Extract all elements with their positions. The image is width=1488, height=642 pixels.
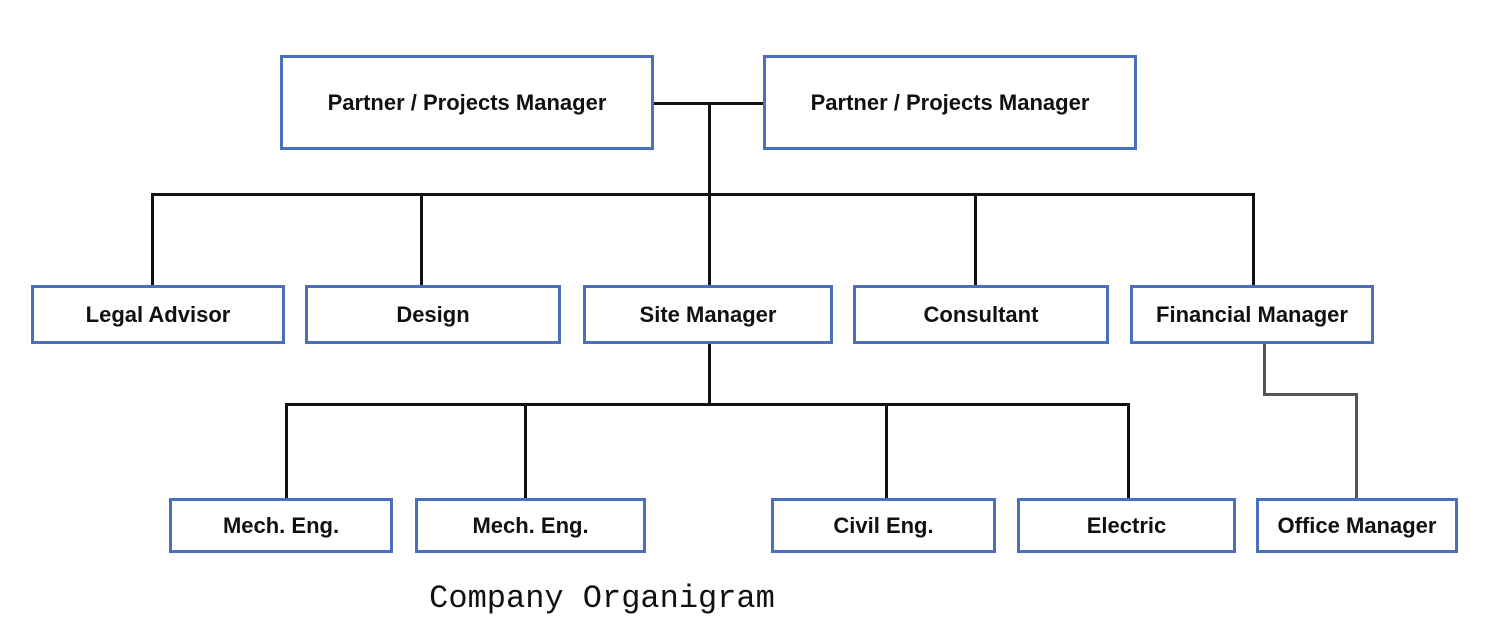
legal-advisor-box: Legal Advisor (31, 285, 285, 344)
mech-eng-1-box: Mech. Eng. (169, 498, 393, 553)
consultant-label: Consultant (923, 301, 1039, 327)
partner-projects-manager-right-box: Partner / Projects Manager (763, 55, 1137, 150)
connector-legal-advisor (151, 193, 154, 286)
partner-projects-manager-left-label: Partner / Projects Manager (327, 89, 607, 115)
partner-projects-manager-right-label: Partner / Projects Manager (810, 89, 1090, 115)
financial-manager-label: Financial Manager (1156, 301, 1348, 327)
connector-mech-eng-2 (524, 403, 527, 499)
mech-eng-1-label: Mech. Eng. (222, 512, 340, 538)
electric-label: Electric (1086, 512, 1167, 538)
connector-site-manager (708, 193, 711, 286)
electric-box: Electric (1017, 498, 1236, 553)
partner-projects-manager-left-box: Partner / Projects Manager (280, 55, 654, 150)
site-manager-label: Site Manager (639, 301, 777, 327)
office-manager-label: Office Manager (1277, 512, 1437, 538)
connector-consultant (974, 193, 977, 286)
site-manager-box: Site Manager (583, 285, 833, 344)
office-manager-box: Office Manager (1256, 498, 1458, 553)
design-label: Design (396, 301, 470, 327)
mech-eng-2-label: Mech. Eng. (472, 512, 589, 538)
mech-eng-2-box: Mech. Eng. (415, 498, 646, 553)
consultant-box: Consultant (853, 285, 1109, 344)
diagram-caption: Company Organigram (429, 580, 775, 617)
civil-eng-label: Civil Eng. (833, 512, 934, 538)
connector-mech-eng-1 (285, 403, 288, 499)
connector-electric (1127, 403, 1130, 499)
legal-advisor-label: Legal Advisor (85, 301, 231, 327)
civil-eng-box: Civil Eng. (771, 498, 996, 553)
connector-design (420, 193, 423, 286)
connector-financial-manager (1252, 193, 1255, 286)
connector-partners-down (708, 102, 711, 195)
connector-level3-bus (285, 403, 1130, 406)
connector-financial-across (1263, 393, 1358, 396)
connector-site-manager-down (708, 342, 711, 405)
design-box: Design (305, 285, 561, 344)
financial-manager-box: Financial Manager (1130, 285, 1374, 344)
connector-financial-down (1263, 342, 1266, 395)
connector-office-manager (1355, 393, 1358, 499)
connector-civil-eng (885, 403, 888, 499)
connector-level2-bus (151, 193, 1255, 196)
